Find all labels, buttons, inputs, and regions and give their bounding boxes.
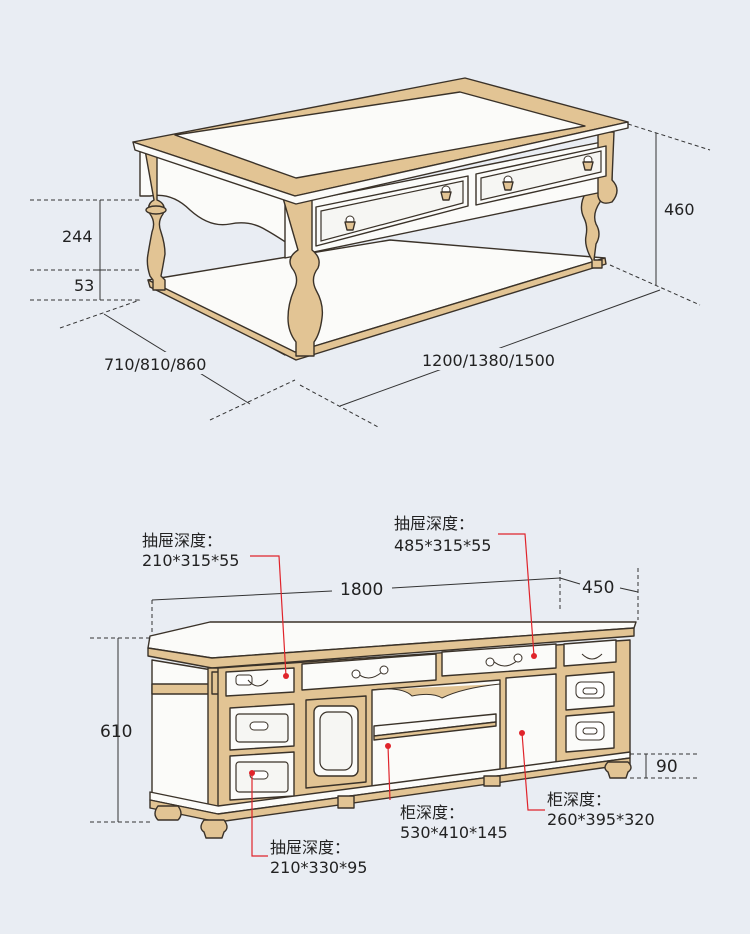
height-label-53: 53 — [74, 276, 94, 295]
callout-right-door: 柜深度： 260*395*320 — [519, 730, 655, 829]
callout-value: 210*315*55 — [142, 551, 239, 570]
tv-cabinet-illustration — [147, 621, 637, 839]
coffee-table-illustration — [132, 77, 629, 361]
cabinet-foot-label: 90 — [656, 757, 678, 777]
callout-value: 485*315*55 — [394, 536, 491, 555]
callout-value: 210*330*95 — [270, 858, 367, 877]
callout-title: 抽屉深度： — [142, 531, 222, 550]
tv-cabinet-open-shelf — [371, 679, 501, 787]
cabinet-length-label: 1800 — [340, 580, 383, 600]
callout-title: 抽屉深度： — [394, 514, 474, 533]
tv-cabinet-carved-door — [305, 695, 367, 789]
cabinet-depth-label: 450 — [582, 578, 614, 598]
tv-cabinet-left-drawers — [229, 703, 295, 801]
callout-value: 260*395*320 — [547, 810, 655, 829]
coffee-table-dimensions: 244 53 460 710/810/860 1200/1380/1500 — [30, 123, 711, 429]
callout-drawer-top-right: 抽屉深度： 485*315*55 — [394, 514, 537, 659]
depth-label: 710/810/860 — [104, 355, 206, 374]
callout-title: 抽屉深度： — [270, 838, 350, 857]
cabinet-height-label: 610 — [100, 722, 132, 742]
coffee-table-drawer-left — [315, 175, 469, 247]
coffee-table-drawer-right — [475, 145, 607, 206]
callout-open-shelf: 柜深度： 530*410*145 — [385, 743, 508, 842]
callout-title: 柜深度： — [400, 803, 464, 822]
length-label: 1200/1380/1500 — [422, 351, 555, 370]
tv-cabinet-right-door — [505, 673, 557, 771]
callout-value: 530*410*145 — [400, 823, 508, 842]
callout-drawer-bottom-left: 抽屉深度： 210*330*95 — [249, 770, 367, 877]
tv-cabinet-top-drawers — [225, 639, 617, 697]
height-label-244: 244 — [62, 227, 93, 246]
callout-drawer-top-left: 抽屉深度： 210*315*55 — [142, 531, 289, 679]
tv-cabinet-dimensions: 1800 450 610 90 — [90, 568, 698, 823]
tv-cabinet-right-drawers — [565, 671, 615, 753]
height-label-460: 460 — [664, 200, 695, 219]
callout-title: 柜深度： — [547, 790, 611, 809]
